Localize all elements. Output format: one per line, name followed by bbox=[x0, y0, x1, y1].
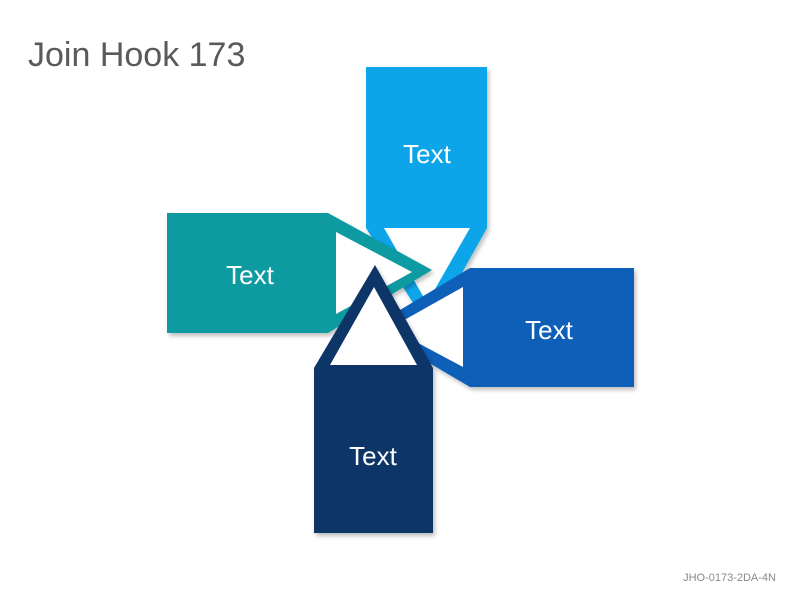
bottom-box-hook bbox=[330, 287, 417, 365]
right-box-label: Text bbox=[525, 315, 573, 345]
bottom-box-body bbox=[314, 265, 433, 533]
right-box-body bbox=[370, 268, 634, 387]
page-title: Join Hook 173 bbox=[28, 36, 246, 74]
right-box bbox=[370, 268, 634, 387]
top-box-label: Text bbox=[403, 139, 451, 169]
slide-code: JHO-0173-2DA-4N bbox=[683, 572, 776, 584]
left-box-label: Text bbox=[226, 260, 274, 290]
bottom-box bbox=[314, 265, 433, 533]
top-box-hook bbox=[384, 228, 470, 303]
right-box-hook bbox=[390, 287, 463, 367]
bottom-box-label: Text bbox=[349, 441, 397, 471]
